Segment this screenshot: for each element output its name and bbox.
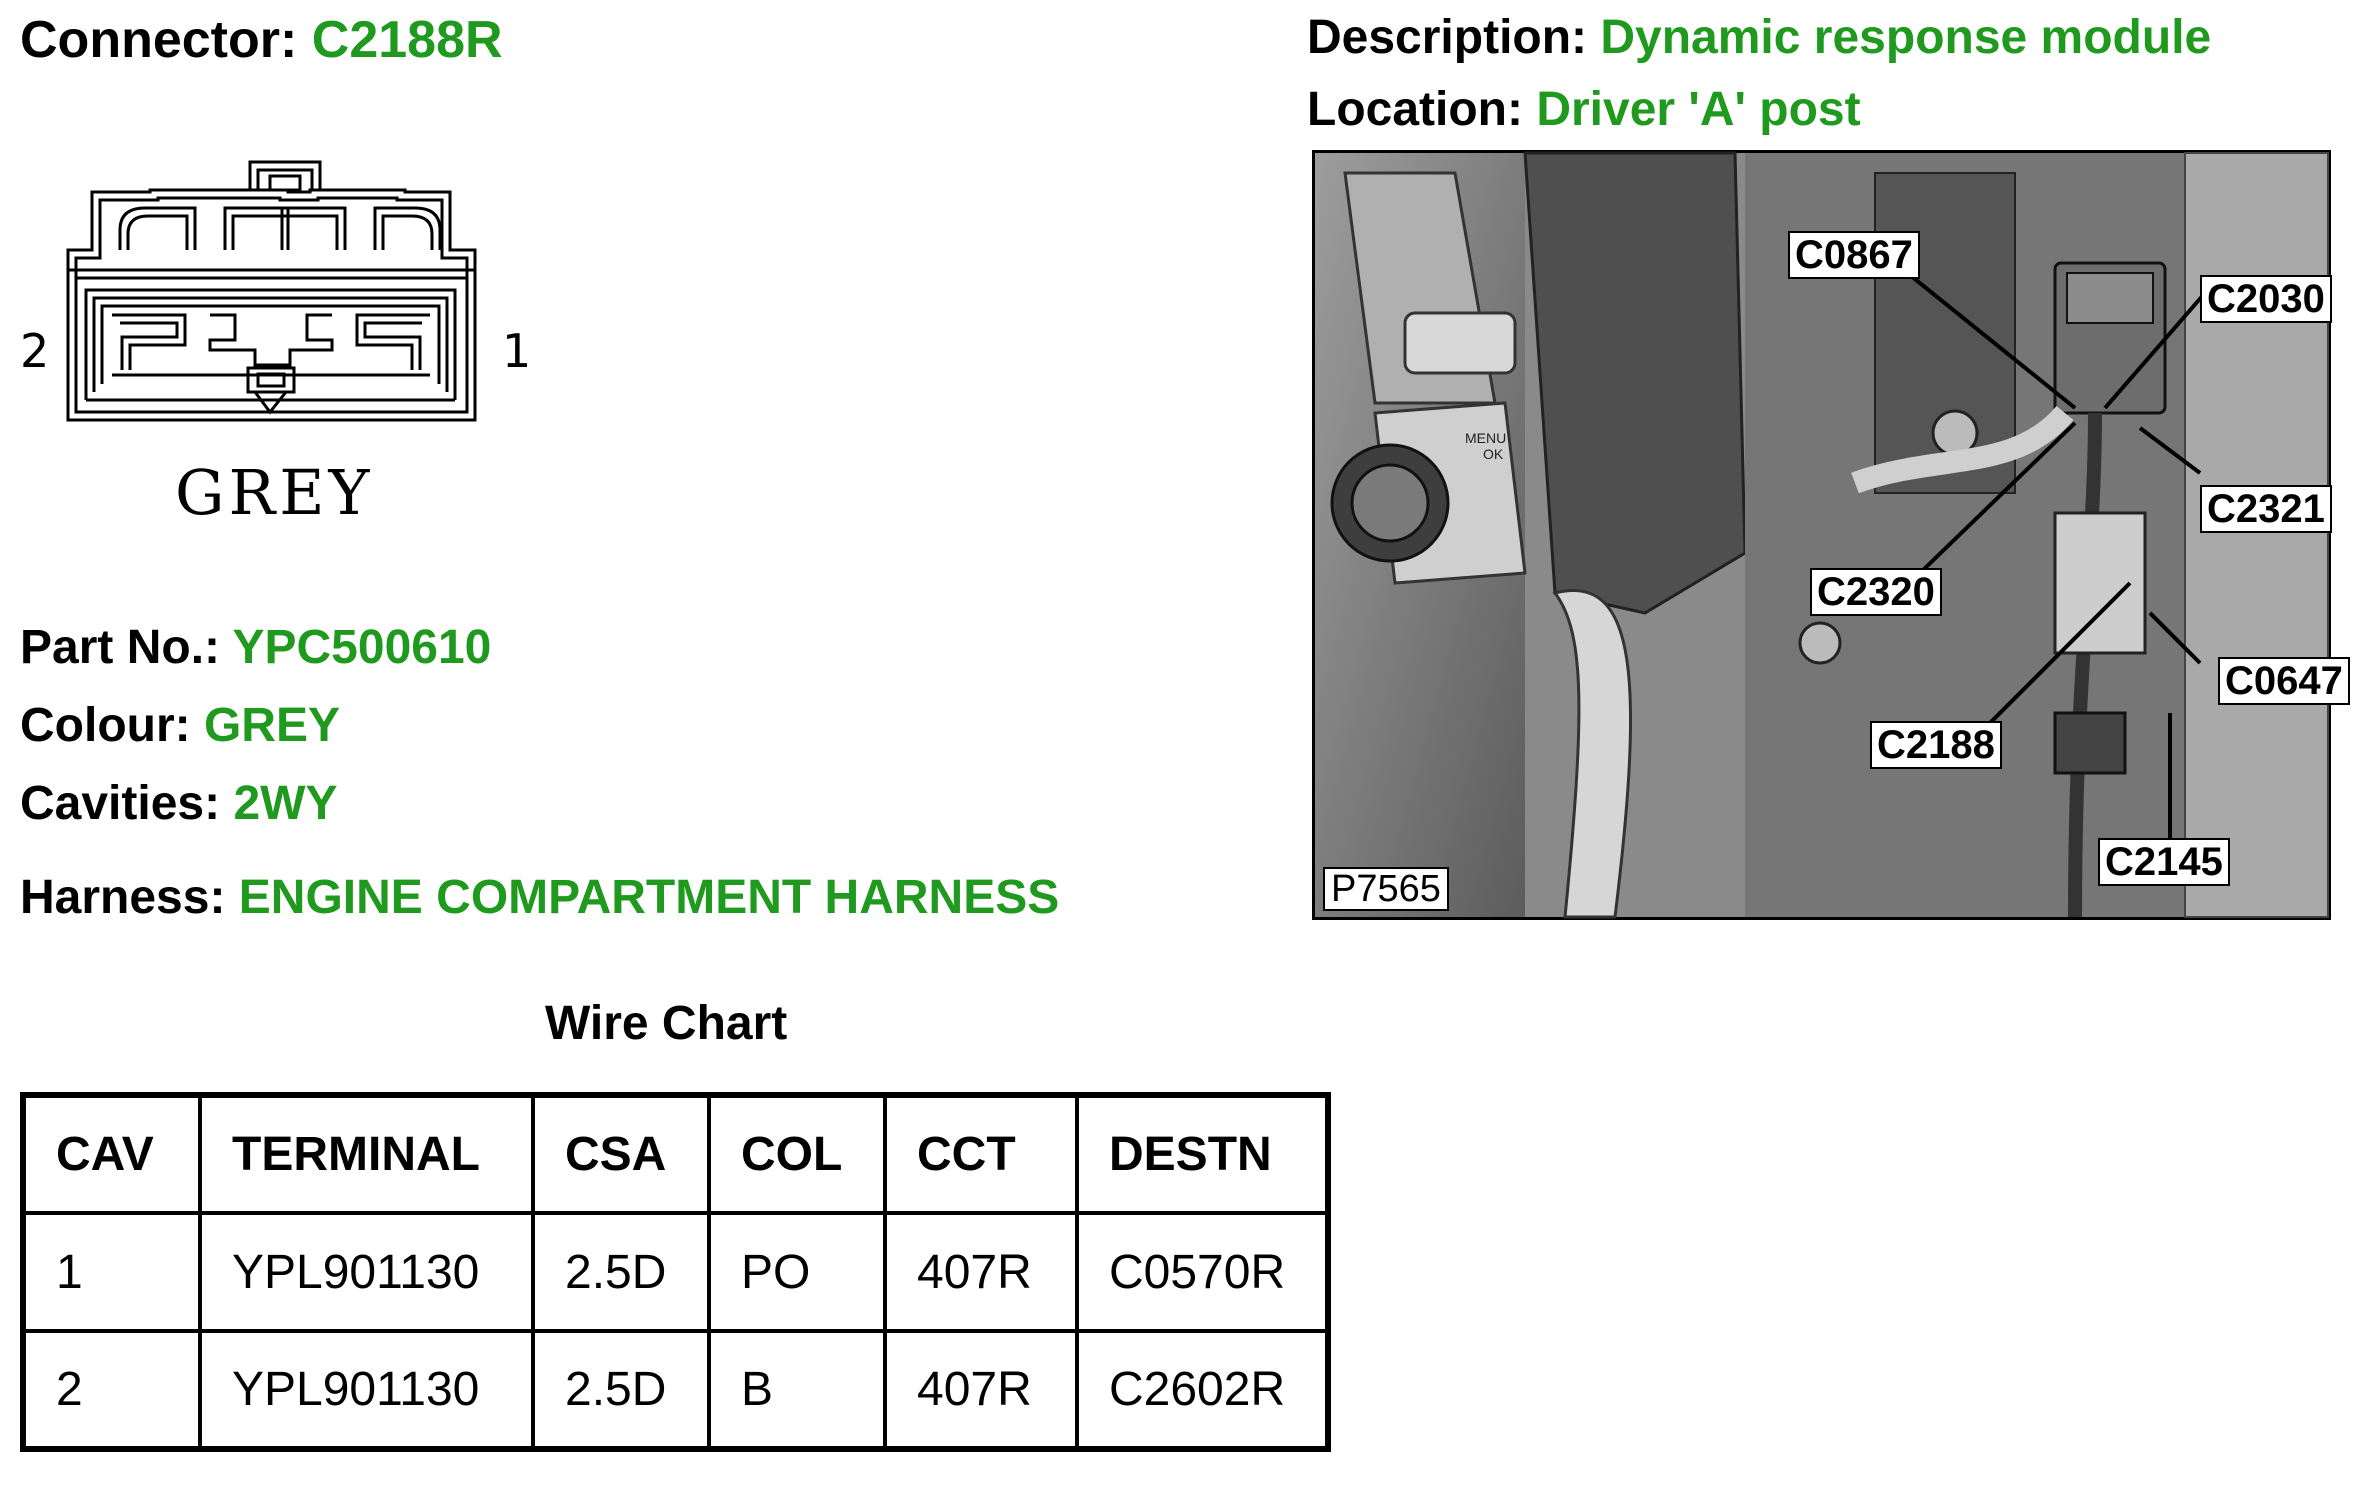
location-photo-drawing: MENU OK (1315, 151, 2329, 919)
colour-value: GREY (203, 699, 340, 752)
table-row: 2 YPL901130 2.5D B 407R C2602R (21, 1329, 1330, 1451)
table-row: 1 YPL901130 2.5D PO 407R C0570R (21, 1211, 1330, 1333)
colour-field: Colour: GREY (20, 702, 340, 750)
part-number-label: Part No.: (20, 621, 221, 674)
harness-field: Harness: ENGINE COMPARTMENT HARNESS (20, 874, 1059, 922)
callout-c2320: C2320 (1810, 568, 1942, 616)
connector-diagram (20, 150, 540, 550)
table-cell: 407R (883, 1211, 1079, 1333)
table-cell: C0570R (1075, 1211, 1330, 1333)
description-value: Dynamic response module (1600, 11, 2212, 64)
location-field: Location: Driver 'A' post (1307, 86, 1861, 134)
connector-label: Connector: (20, 11, 298, 69)
table-cell: 2.5D (531, 1329, 711, 1451)
location-label: Location: (1307, 83, 1523, 136)
location-photo: MENU OK C0867 C2030 C2321 C2320 C0 (1312, 150, 2350, 920)
harness-value: ENGINE COMPARTMENT HARNESS (238, 871, 1060, 924)
column-header: CCT (883, 1093, 1079, 1215)
connector-colour-label: GREY (175, 456, 374, 529)
table-cell: PO (707, 1211, 887, 1333)
table-cell: YPL901130 (198, 1211, 535, 1333)
photo-reference-label: P7565 (1323, 867, 1449, 911)
column-header: COL (707, 1093, 887, 1215)
description-field: Description: Dynamic response module (1307, 14, 2211, 62)
panel-menu-text: MENU (1465, 430, 1506, 446)
cavities-field: Cavities: 2WY (20, 780, 337, 828)
table-cell: 1 (21, 1211, 202, 1333)
description-label: Description: (1307, 11, 1588, 64)
callout-c2188: C2188 (1870, 721, 2002, 769)
callout-c2145: C2145 (2098, 838, 2230, 886)
column-header: CSA (531, 1093, 711, 1215)
table-cell: B (707, 1329, 887, 1451)
callout-c2030: C2030 (2200, 275, 2332, 323)
wire-chart-table: CAV TERMINAL CSA COL CCT DESTN 1 YPL9011… (20, 1092, 1331, 1452)
cavities-value: 2WY (233, 777, 338, 830)
table-cell: 407R (883, 1329, 1079, 1451)
part-number-field: Part No.: YPC500610 (20, 624, 491, 672)
part-number-value: YPC500610 (232, 621, 492, 674)
connector-field: Connector: C2188R (20, 14, 503, 66)
column-header: CAV (21, 1093, 202, 1215)
callout-c0867: C0867 (1788, 231, 1920, 279)
table-cell: 2.5D (531, 1211, 711, 1333)
connector-value: C2188R (311, 11, 503, 69)
panel-ok-text: OK (1483, 446, 1504, 462)
cavities-label: Cavities: (20, 777, 221, 830)
colour-label: Colour: (20, 699, 191, 752)
table-cell: YPL901130 (198, 1329, 535, 1451)
table-cell: 2 (21, 1329, 202, 1451)
column-header: TERMINAL (198, 1093, 535, 1215)
connector-face-drawing (66, 160, 477, 422)
location-value: Driver 'A' post (1536, 83, 1861, 136)
wire-chart-title: Wire Chart (545, 997, 788, 1050)
harness-label: Harness: (20, 871, 226, 924)
pin-2-label: 2 (20, 324, 50, 378)
callout-c2321: C2321 (2200, 485, 2332, 533)
column-header: DESTN (1075, 1093, 1330, 1215)
pin-1-label: 1 (502, 324, 532, 378)
wire-chart-header-row: CAV TERMINAL CSA COL CCT DESTN (21, 1093, 1330, 1215)
callout-c0647: C0647 (2218, 657, 2350, 705)
table-cell: C2602R (1075, 1329, 1330, 1451)
